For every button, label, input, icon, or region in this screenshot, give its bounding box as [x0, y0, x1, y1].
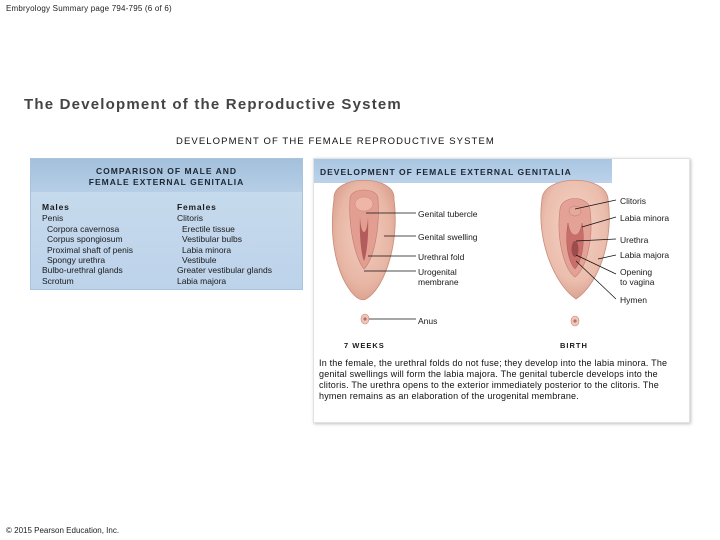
- comparison-title-line1: COMPARISON OF MALE AND: [96, 166, 237, 176]
- males-column: Males Penis Corpora cavernosa Corpus spo…: [42, 202, 133, 286]
- female-item: Clitoris: [177, 213, 203, 224]
- female-item: Greater vestibular glands: [177, 265, 272, 276]
- seven-weeks-illustration: [331, 180, 396, 325]
- female-item: Labia minora: [182, 244, 232, 255]
- label-urogenital-membrane: Urogenital membrane: [418, 267, 459, 287]
- slide-title: The Development of the Reproductive Syst…: [24, 96, 402, 113]
- label-urethra: Urethra: [620, 235, 649, 245]
- male-item: Penis: [42, 213, 64, 224]
- label-genital-tubercle: Genital tubercle: [418, 209, 478, 219]
- males-heading: Males: [42, 202, 70, 212]
- label-hymen: Hymen: [620, 295, 647, 305]
- label-urogenital-line2: membrane: [418, 277, 459, 287]
- label-opening-line1: Opening: [620, 267, 653, 277]
- figure-banner: DEVELOPMENT OF FEMALE EXTERNAL GENITALIA: [314, 159, 612, 183]
- figure-panel: DEVELOPMENT OF FEMALE EXTERNAL GENITALIA: [313, 158, 690, 423]
- male-item: Corpus spongiosum: [47, 234, 123, 245]
- label-genital-swelling: Genital swelling: [418, 232, 478, 242]
- females-column: Females Clitoris Erectile tissue Vestibu…: [177, 202, 272, 286]
- section-heading: DEVELOPMENT OF THE FEMALE REPRODUCTIVE S…: [176, 136, 495, 147]
- right-leader-lines: [574, 199, 617, 300]
- leader-labia-minora: [581, 216, 617, 228]
- comparison-title: COMPARISON OF MALE AND FEMALE EXTERNAL G…: [31, 166, 302, 188]
- figure-caption: In the female, the urethral folds do not…: [319, 358, 668, 401]
- stage-label-seven-weeks: 7 WEEKS: [344, 341, 385, 350]
- stage-label-birth: BIRTH: [560, 341, 588, 350]
- female-item: Erectile tissue: [182, 223, 235, 234]
- male-item: Corpora cavernosa: [47, 223, 120, 234]
- label-clitoris: Clitoris: [620, 196, 646, 206]
- page-header: Embryology Summary page 794-795 (6 of 6): [6, 4, 172, 13]
- figure-title: DEVELOPMENT OF FEMALE EXTERNAL GENITALIA: [320, 167, 572, 177]
- label-anus: Anus: [418, 316, 438, 326]
- male-item: Bulbo-urethral glands: [42, 265, 123, 276]
- male-item: Spongy urethra: [47, 255, 106, 266]
- genitalia-diagram: [331, 180, 617, 327]
- birth-illustration: [540, 180, 610, 327]
- female-item: Vestibule: [182, 255, 217, 266]
- label-labia-majora: Labia majora: [620, 250, 670, 260]
- leader-urethra: [575, 238, 617, 242]
- male-item: Scrotum: [42, 275, 74, 286]
- comparison-title-line2: FEMALE EXTERNAL GENITALIA: [88, 177, 245, 187]
- females-heading: Females: [177, 202, 217, 212]
- left-leader-lines: [364, 212, 416, 320]
- label-urogenital-line1: Urogenital: [418, 267, 457, 277]
- leader-hymen: [575, 260, 617, 300]
- leader-clitoris: [574, 199, 617, 210]
- leader-labia-majora: [597, 254, 617, 260]
- copyright-notice: © 2015 Pearson Education, Inc.: [6, 526, 120, 535]
- leader-opening: [575, 254, 617, 275]
- label-opening-line2: to vagina: [620, 277, 655, 287]
- label-labia-minora: Labia minora: [620, 213, 670, 223]
- label-urethral-fold: Urethral fold: [418, 252, 465, 262]
- male-item: Proximal shaft of penis: [47, 244, 133, 255]
- female-item: Vestibular bulbs: [182, 234, 243, 245]
- label-opening-to-vagina: Opening to vagina: [620, 267, 655, 287]
- comparison-header: COMPARISON OF MALE AND FEMALE EXTERNAL G…: [31, 159, 302, 192]
- female-item: Labia majora: [177, 275, 227, 286]
- comparison-panel: COMPARISON OF MALE AND FEMALE EXTERNAL G…: [30, 158, 303, 290]
